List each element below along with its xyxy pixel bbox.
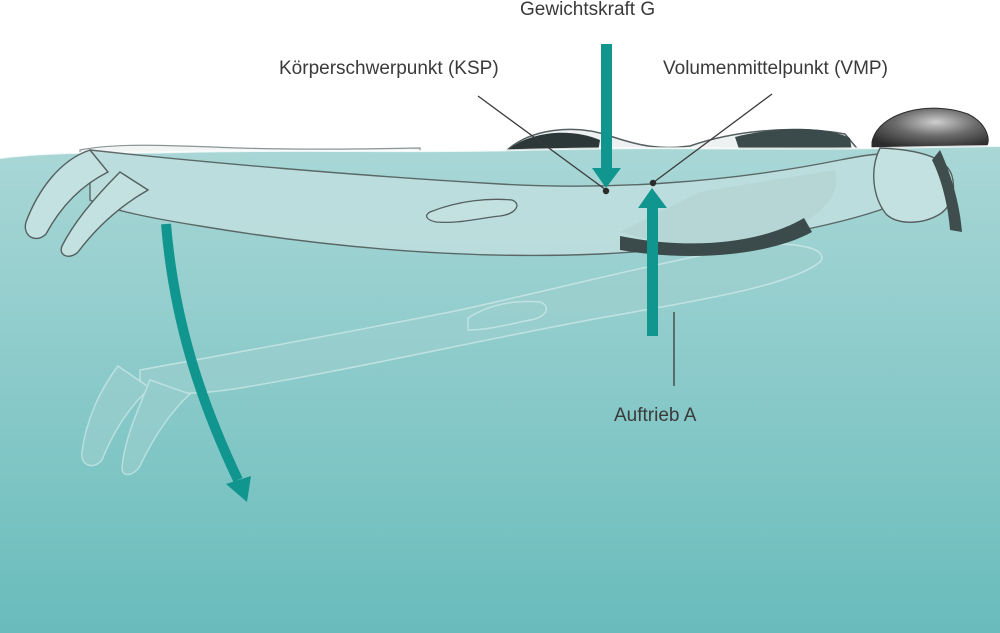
center-of-volume-label: Volumenmittelpunkt (VMP) [663, 58, 888, 79]
rotation-arrow-icon [161, 223, 251, 502]
swim-cap-icon [871, 107, 989, 149]
buoyancy-label: Auftrieb A [614, 405, 697, 426]
gravity-arrow-icon [592, 44, 621, 188]
swimmer-submerged [24, 147, 962, 257]
vmp-point [649, 179, 657, 187]
center-of-mass-label: Körperschwerpunkt (KSP) [279, 58, 499, 79]
ksp-point [602, 187, 610, 195]
gravity-force-label: Gewichtskraft G [520, 0, 656, 20]
vmp-leader-line [653, 93, 773, 183]
ksp-leader-line [477, 95, 607, 191]
buoyancy-arrow-icon [638, 188, 667, 336]
leader-lines [477, 93, 773, 386]
